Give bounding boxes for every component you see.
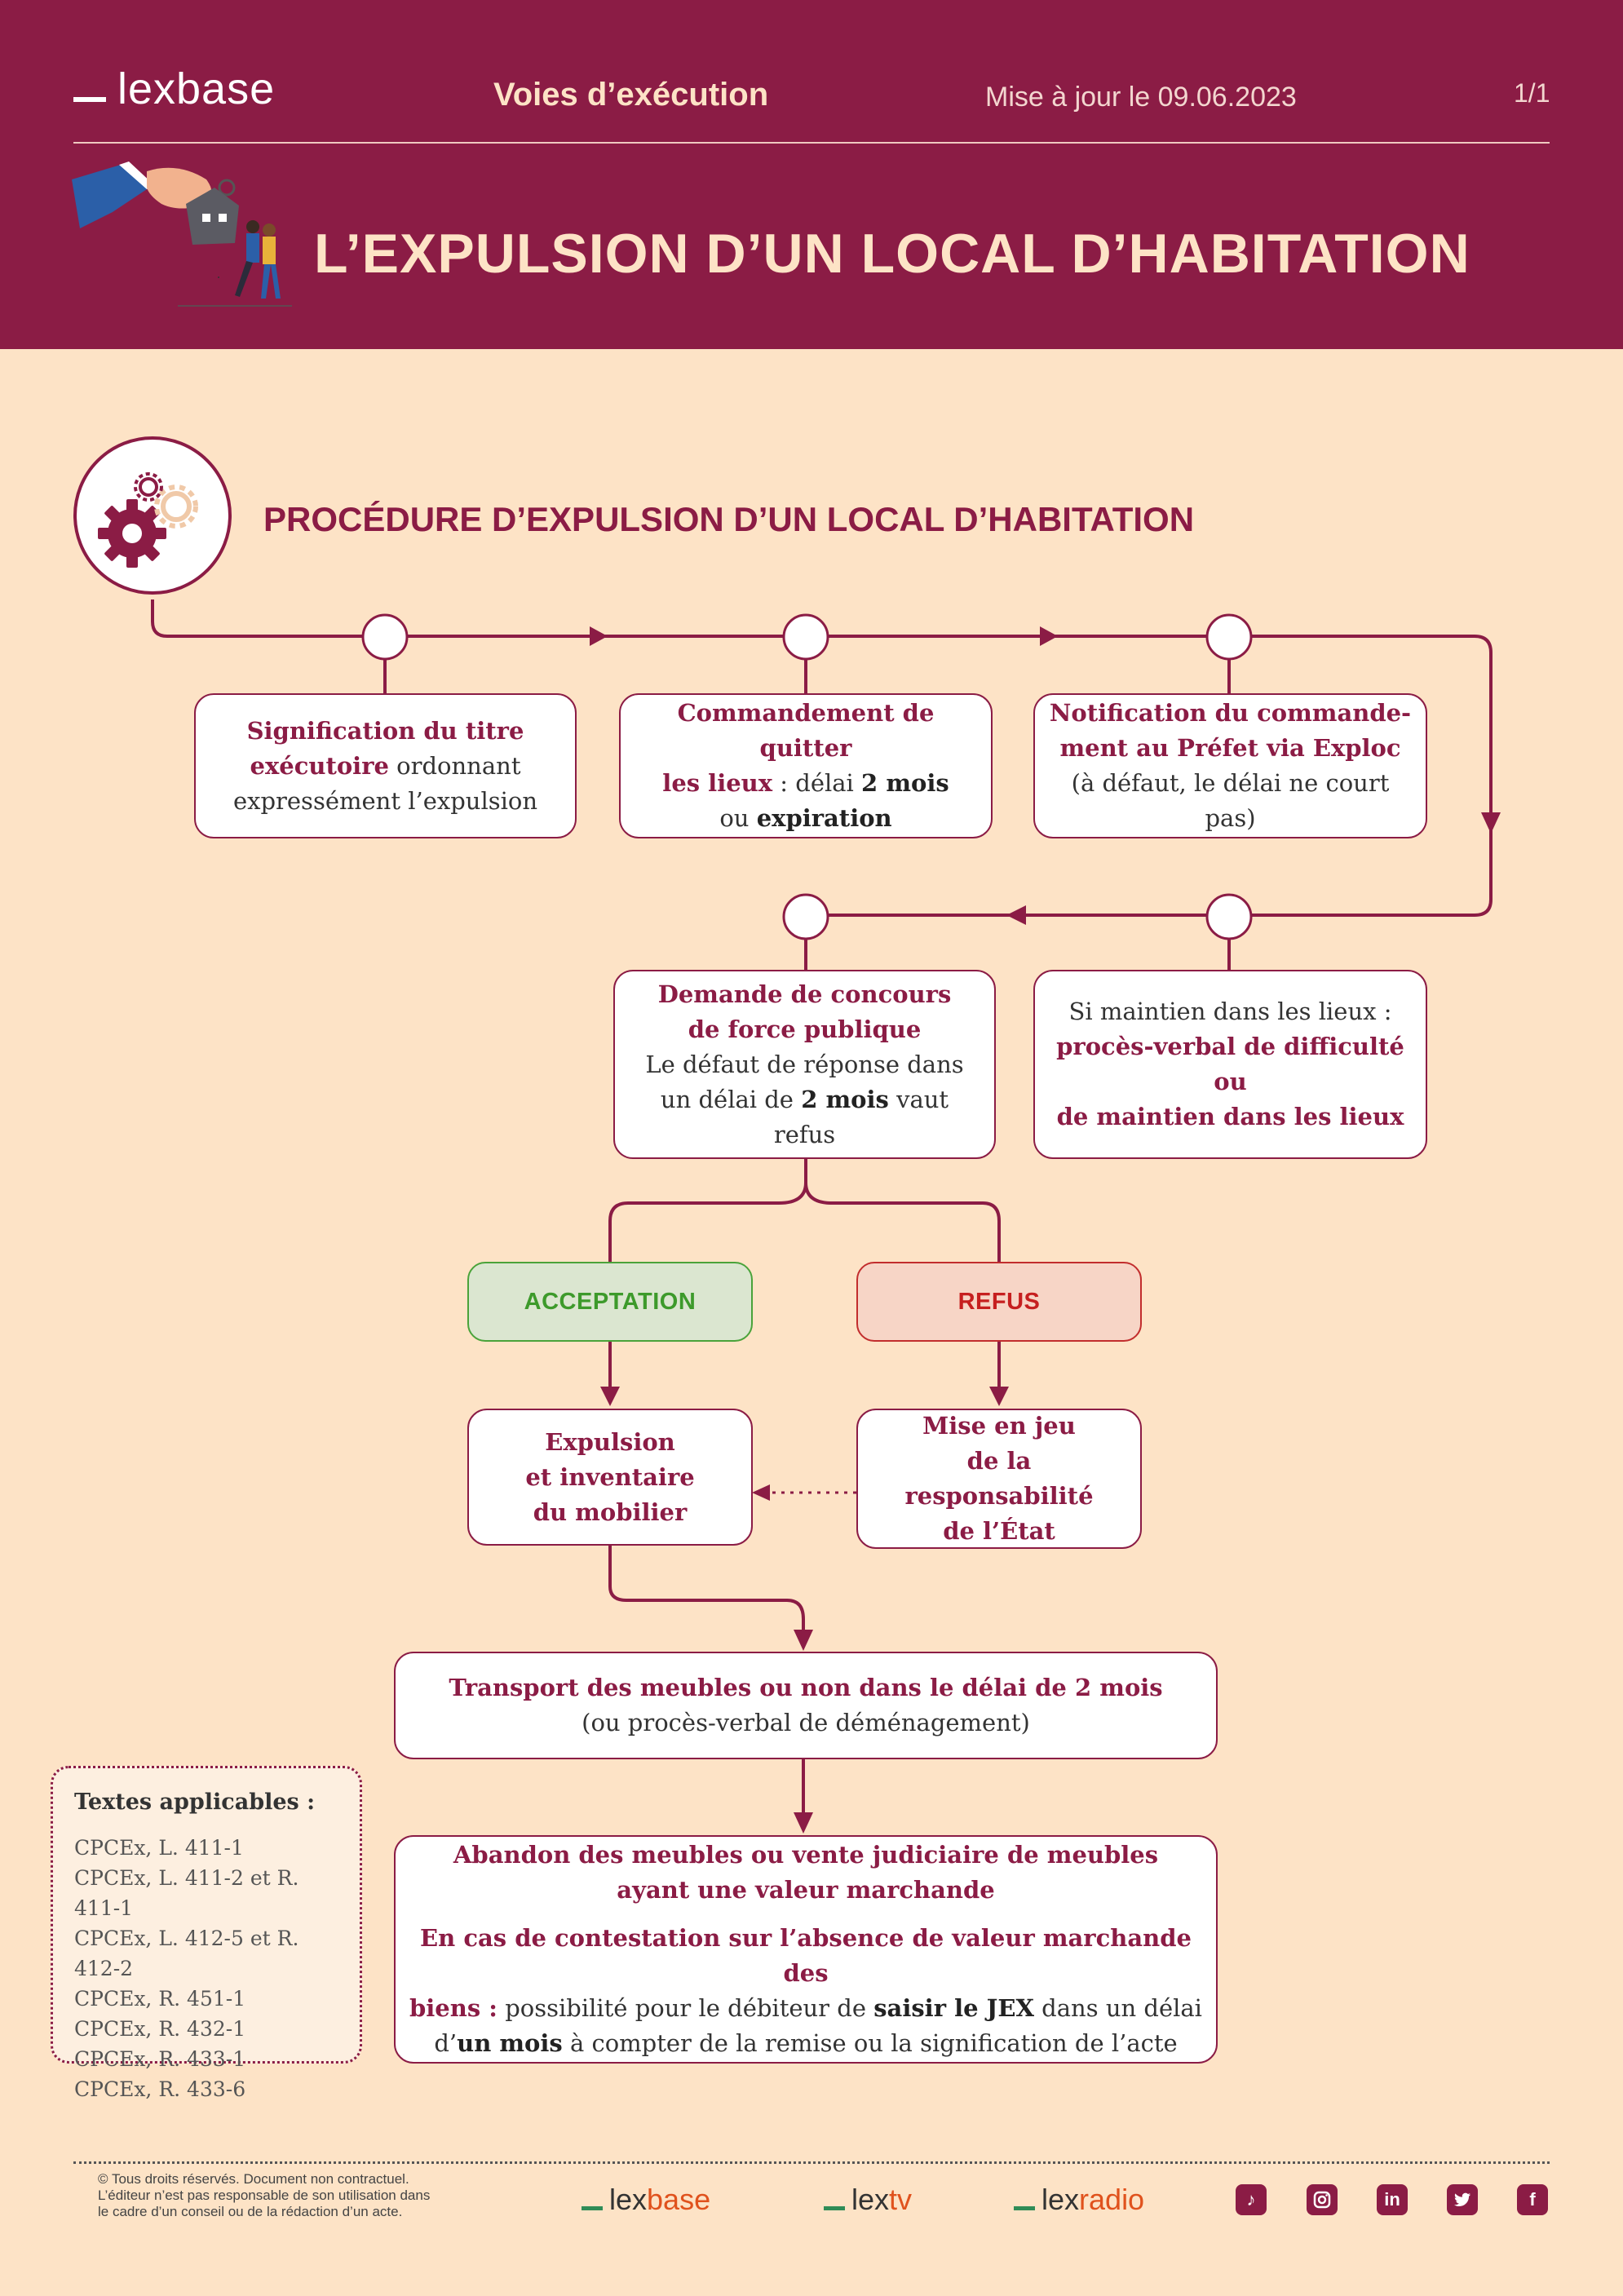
step-text: ayant une valeur marchande <box>617 1876 995 1904</box>
brand-prefix: lex <box>609 2183 648 2216</box>
step-text: expressément l’expulsion <box>232 786 538 815</box>
step-notification: Notification du commande- ment au Préfet… <box>1033 693 1427 838</box>
step-text: Si maintien dans les lieux : <box>1068 998 1392 1025</box>
step-text: (ou procès-verbal de déménagement) <box>582 1709 1030 1736</box>
header-divider <box>73 142 1550 144</box>
tiktok-icon[interactable]: ♪ <box>1236 2184 1267 2215</box>
step-responsabilite: Mise en jeu de la responsabilité de l’Ét… <box>856 1409 1142 1549</box>
applicable-text-item: CPCEx, R. 432-1 <box>74 2017 246 2041</box>
section-icon-badge <box>73 436 232 595</box>
step-abandon: Abandon des meubles ou vente judiciaire … <box>394 1835 1218 2064</box>
applicable-text-item: CPCEx, R. 451-1 <box>74 1987 246 2011</box>
step-text: Abandon des meubles ou vente judiciaire … <box>453 1841 1159 1869</box>
step-text: de la responsabilité <box>904 1447 1094 1510</box>
acceptation-badge: ACCEPTATION <box>467 1262 753 1342</box>
step-text: Commandement de quitter <box>677 699 935 762</box>
step-text: possibilité pour le débiteur de <box>497 1994 874 2022</box>
category-label: Voies d’exécution <box>493 77 769 113</box>
brand-suffix: radio <box>1079 2183 1145 2216</box>
applicable-texts-panel: Textes applicables : CPCEx, L. 411-1 CPC… <box>51 1766 362 2101</box>
step-text: ou <box>719 804 757 832</box>
applicable-texts-title: Textes applicables : <box>74 1789 316 1815</box>
applicable-text-item: CPCEx, L. 412-5 et R. 412-2 <box>74 1927 299 1980</box>
brand-prefix: lex <box>851 2183 890 2216</box>
applicable-text-item: CPCEx, L. 411-1 <box>74 1836 244 1860</box>
step-text: un mois <box>457 2029 563 2057</box>
step-text: Transport des meubles ou non dans le dél… <box>449 1674 1163 1701</box>
brand-suffix: base <box>647 2183 711 2216</box>
applicable-text-item: CPCEx, R. 433-1 <box>74 2047 246 2071</box>
step-text: Signification du titre <box>246 716 524 745</box>
applicable-text-item: CPCEx, R. 433-6 <box>74 2077 246 2101</box>
brand-bar <box>824 2205 845 2210</box>
brand-bar <box>1014 2205 1035 2210</box>
step-maintien: Si maintien dans les lieux : procès-verb… <box>1033 970 1427 1159</box>
step-text: Le défaut de réponse dans <box>645 1050 964 1078</box>
brand-bar <box>582 2205 603 2210</box>
step-text: du mobilier <box>533 1497 688 1526</box>
house-keys-illustration <box>72 161 292 307</box>
facebook-icon[interactable]: f <box>1517 2184 1548 2215</box>
step-text: vaut refus <box>773 1085 949 1148</box>
twitter-icon[interactable] <box>1447 2184 1478 2215</box>
instagram-icon[interactable] <box>1307 2184 1338 2215</box>
copyright-line: le cadre d’un conseil ou de la rédaction… <box>98 2204 403 2219</box>
step-commandement: Commandement de quitter les lieux : déla… <box>619 693 993 838</box>
step-text: (à défaut, le délai ne court pas) <box>1071 769 1390 832</box>
step-text: dans un délai <box>1033 1994 1202 2022</box>
step-text: biens : <box>409 1994 498 2022</box>
applicable-text-item: CPCEx, L. 411-2 et R. 411-1 <box>74 1866 299 1920</box>
step-concours: Demande de concours de force publique Le… <box>613 970 996 1159</box>
step-text: un délai de <box>660 1085 802 1113</box>
step-text: Expulsion <box>545 1427 675 1456</box>
linkedin-icon[interactable]: in <box>1377 2184 1408 2215</box>
step-text: les lieux <box>662 769 773 797</box>
step-text: Notification du commande- <box>1049 699 1412 727</box>
step-text: saisir le JEX <box>873 1994 1034 2022</box>
update-date: Mise à jour le 09.06.2023 <box>985 82 1297 113</box>
refus-badge: REFUS <box>856 1262 1142 1342</box>
step-text: 2 mois <box>861 769 949 797</box>
copyright-notice: © Tous droits réservés. Document non con… <box>98 2171 522 2220</box>
step-text: et inventaire <box>525 1462 695 1491</box>
step-text: : délai <box>772 769 862 797</box>
brand-prefix: lex <box>1041 2183 1080 2216</box>
gears-icon <box>98 472 198 568</box>
step-text: procès-verbal de difficulté ou <box>1056 1033 1404 1095</box>
logo-text: lexbase <box>117 64 276 113</box>
step-text: 2 mois <box>801 1085 889 1113</box>
step-text: En cas de contestation sur l’absence de … <box>420 1924 1192 1987</box>
step-expulsion: Expulsion et inventaire du mobilier <box>467 1409 753 1546</box>
logo-bar <box>73 97 106 102</box>
step-text: ment au Préfet via Exploc <box>1059 734 1401 762</box>
page-title: L’EXPULSION D’UN LOCAL D’HABITATION <box>314 223 1470 285</box>
step-text: de maintien dans les lieux <box>1056 1103 1404 1130</box>
copyright-line: L’éditeur n’est pas responsable de son u… <box>98 2188 431 2203</box>
step-text: d’ <box>434 2029 458 2057</box>
step-text: expiration <box>756 804 892 832</box>
step-text: exécutoire <box>250 751 389 780</box>
step-text: Demande de concours <box>657 980 952 1008</box>
step-text: de force publique <box>688 1015 922 1043</box>
header: lexbase Voies d’exécution Mise à jour le… <box>0 0 1623 349</box>
step-text: à compter de la remise ou la significati… <box>562 2029 1178 2057</box>
step-transport: Transport des meubles ou non dans le dél… <box>394 1652 1218 1759</box>
step-text: Mise en jeu <box>922 1412 1076 1440</box>
step-text: ordonnant <box>388 751 521 780</box>
lexbase-logo[interactable]: lexbase <box>73 64 275 114</box>
step-text: de l’État <box>943 1517 1055 1545</box>
step-signification: Signification du titre exécutoire ordonn… <box>194 693 577 838</box>
section-title: PROCÉDURE D’EXPULSION D’UN LOCAL D’HABIT… <box>263 500 1195 538</box>
page-number: 1/1 <box>1514 78 1550 108</box>
copyright-line: © Tous droits réservés. Document non con… <box>98 2171 409 2187</box>
footer-divider <box>73 2161 1550 2164</box>
brand-suffix: tv <box>889 2183 913 2216</box>
